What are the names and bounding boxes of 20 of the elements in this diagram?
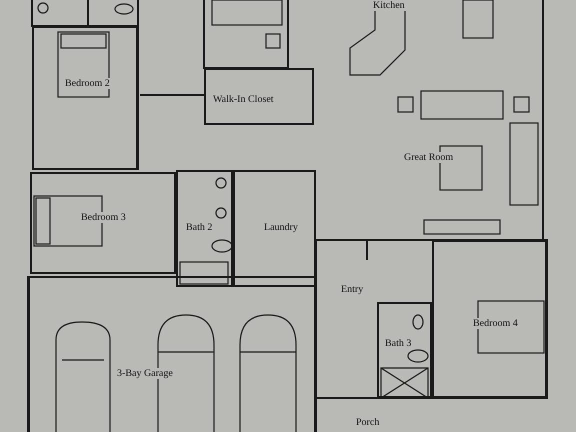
room-label: Laundry — [263, 222, 299, 233]
room-label: Bedroom 2 — [64, 78, 111, 89]
room-outline — [176, 170, 233, 287]
room-label: Bath 2 — [185, 222, 214, 233]
room-outline — [28, 276, 316, 432]
room-label: 3-Bay Garage — [116, 368, 174, 379]
room-outline — [30, 172, 176, 274]
room-label: Bath 3 — [384, 338, 412, 349]
room-label: Entry — [340, 284, 364, 295]
room-label: Bedroom 3 — [80, 212, 127, 223]
room-outline — [377, 302, 432, 398]
room-label: Porch — [355, 417, 380, 428]
room-outline — [233, 170, 316, 287]
room-label: Bedroom 4 — [472, 318, 519, 329]
room-label: Walk-In Closet — [212, 94, 275, 105]
room-outline — [32, 26, 138, 170]
room-outline — [432, 240, 547, 398]
room-label: Kitchen — [372, 0, 406, 11]
room-label: Great Room — [403, 152, 454, 163]
room-outline — [204, 68, 314, 125]
